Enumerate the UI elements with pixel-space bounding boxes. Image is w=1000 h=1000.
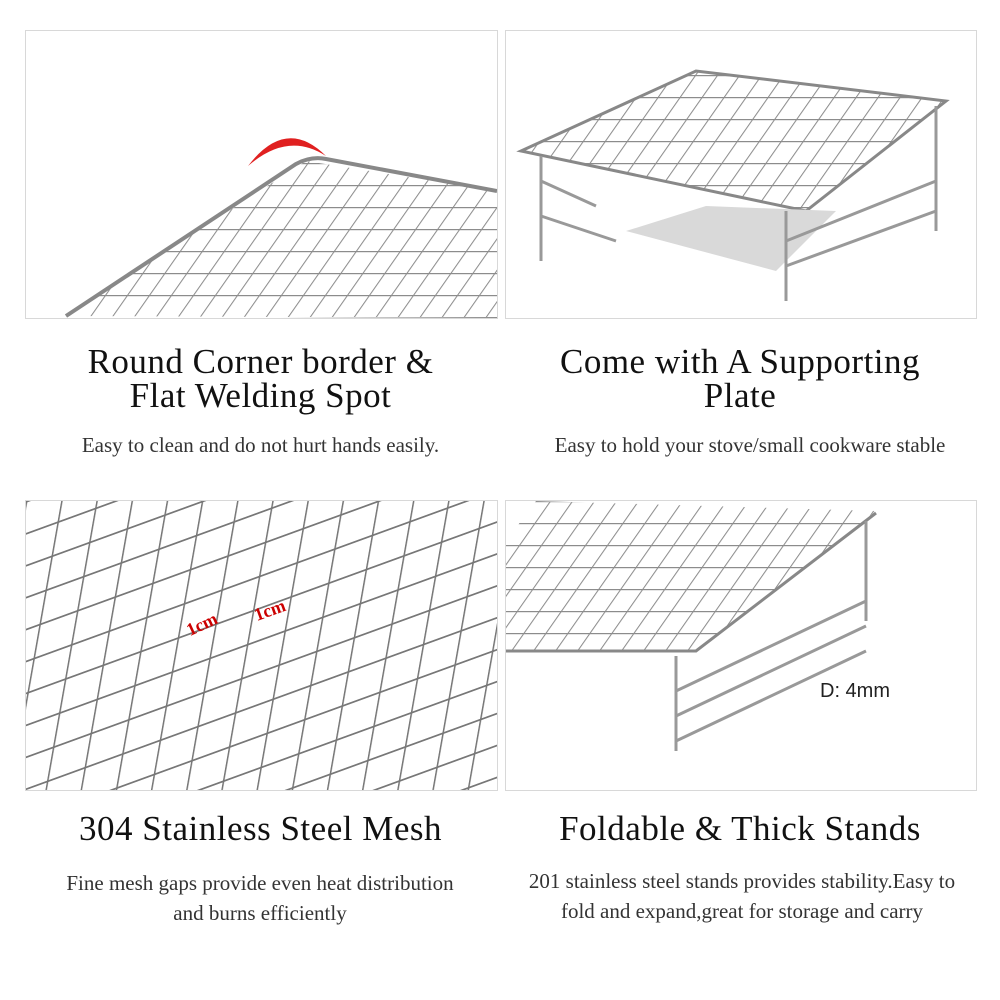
title-line-2: Flat Welding Spot <box>129 376 392 415</box>
photo-foldable-stands <box>505 500 977 791</box>
photo-supporting-plate <box>505 30 977 319</box>
photo-mesh-closeup <box>25 500 498 791</box>
panel-1-title: Round Corner border &Flat Welding Spot <box>25 342 496 415</box>
red-arc-icon <box>248 138 326 166</box>
panel-2-desc: Easy to hold your stove/small cookware s… <box>554 433 946 457</box>
photo-round-corner <box>25 30 498 319</box>
title-line-1: Round Corner border & <box>87 342 434 381</box>
title-line-2: Plate <box>703 376 777 415</box>
diameter-label: D: 4mm <box>820 680 890 702</box>
panel-1-desc: Easy to clean and do not hurt hands easi… <box>81 433 440 457</box>
title-line-1: Come with A Supporting <box>559 342 921 381</box>
panel-3-title: 304 Stainless Steel Mesh <box>79 809 442 848</box>
panel-3-desc: Fine mesh gaps provide even heat distrib… <box>66 871 454 925</box>
panel-4-desc: 201 stainless steel stands provides stab… <box>528 869 956 923</box>
panel-4-title: Foldable & Thick Stands <box>559 809 921 848</box>
